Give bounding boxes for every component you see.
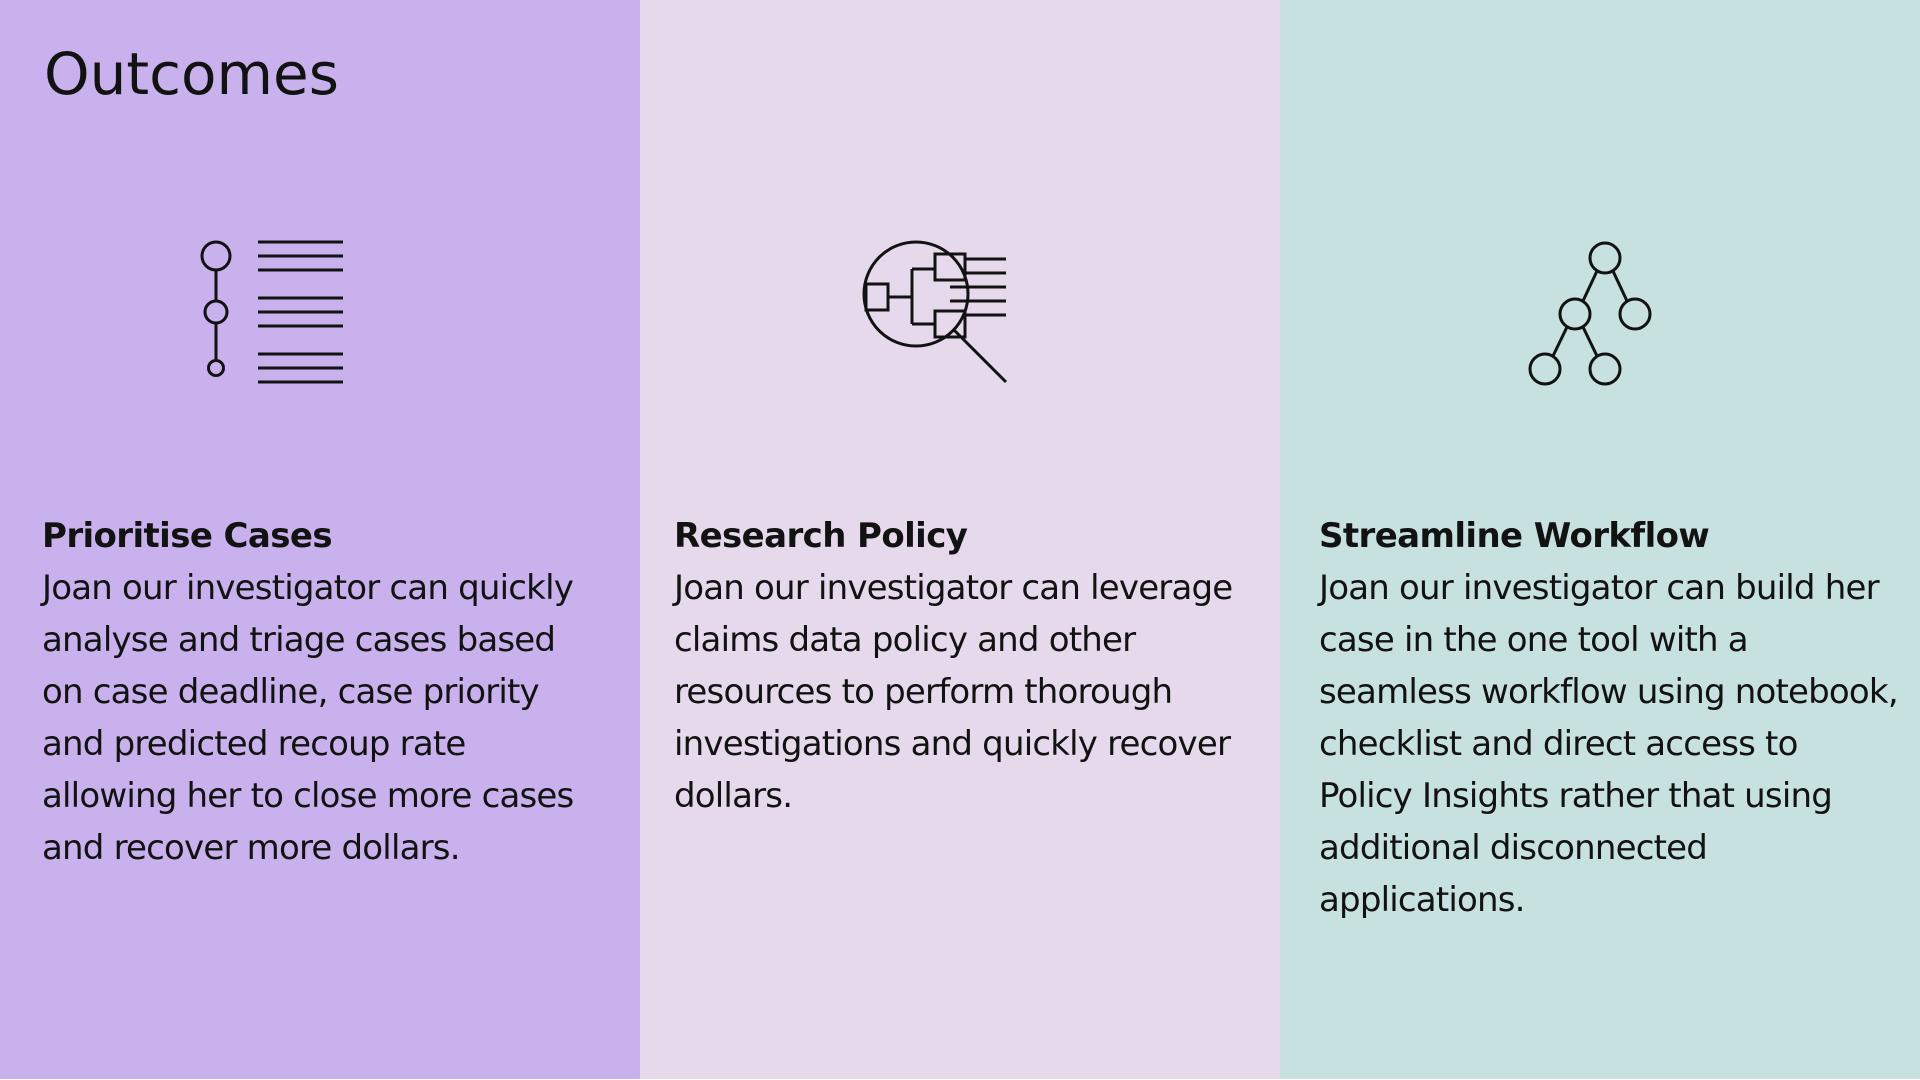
timeline-list-icon <box>190 230 360 400</box>
outcome-heading: Streamline Workflow <box>1319 516 1710 556</box>
outcome-card-prioritise-cases: Prioritise Cases Joan our investigator c… <box>42 510 602 874</box>
outcome-heading: Research Policy <box>674 516 968 556</box>
outcome-heading: Prioritise Cases <box>42 516 333 556</box>
panel-streamline-workflow <box>1280 0 1920 1079</box>
outcome-card-research-policy: Research Policy Joan our investigator ca… <box>674 510 1244 822</box>
page-title: Outcomes <box>44 40 339 108</box>
magnify-data-icon <box>850 230 1020 400</box>
outcome-description: Joan our investigator can leverage claim… <box>674 568 1233 816</box>
panel-research-policy <box>640 0 1280 1079</box>
outcome-description: Joan our investigator can quickly analys… <box>42 568 574 868</box>
tree-network-icon <box>1520 230 1690 400</box>
outcome-description: Joan our investigator can build her case… <box>1319 568 1899 920</box>
panel-prioritise-cases <box>0 0 640 1079</box>
outcome-card-streamline-workflow: Streamline Workflow Joan our investigato… <box>1319 510 1899 926</box>
